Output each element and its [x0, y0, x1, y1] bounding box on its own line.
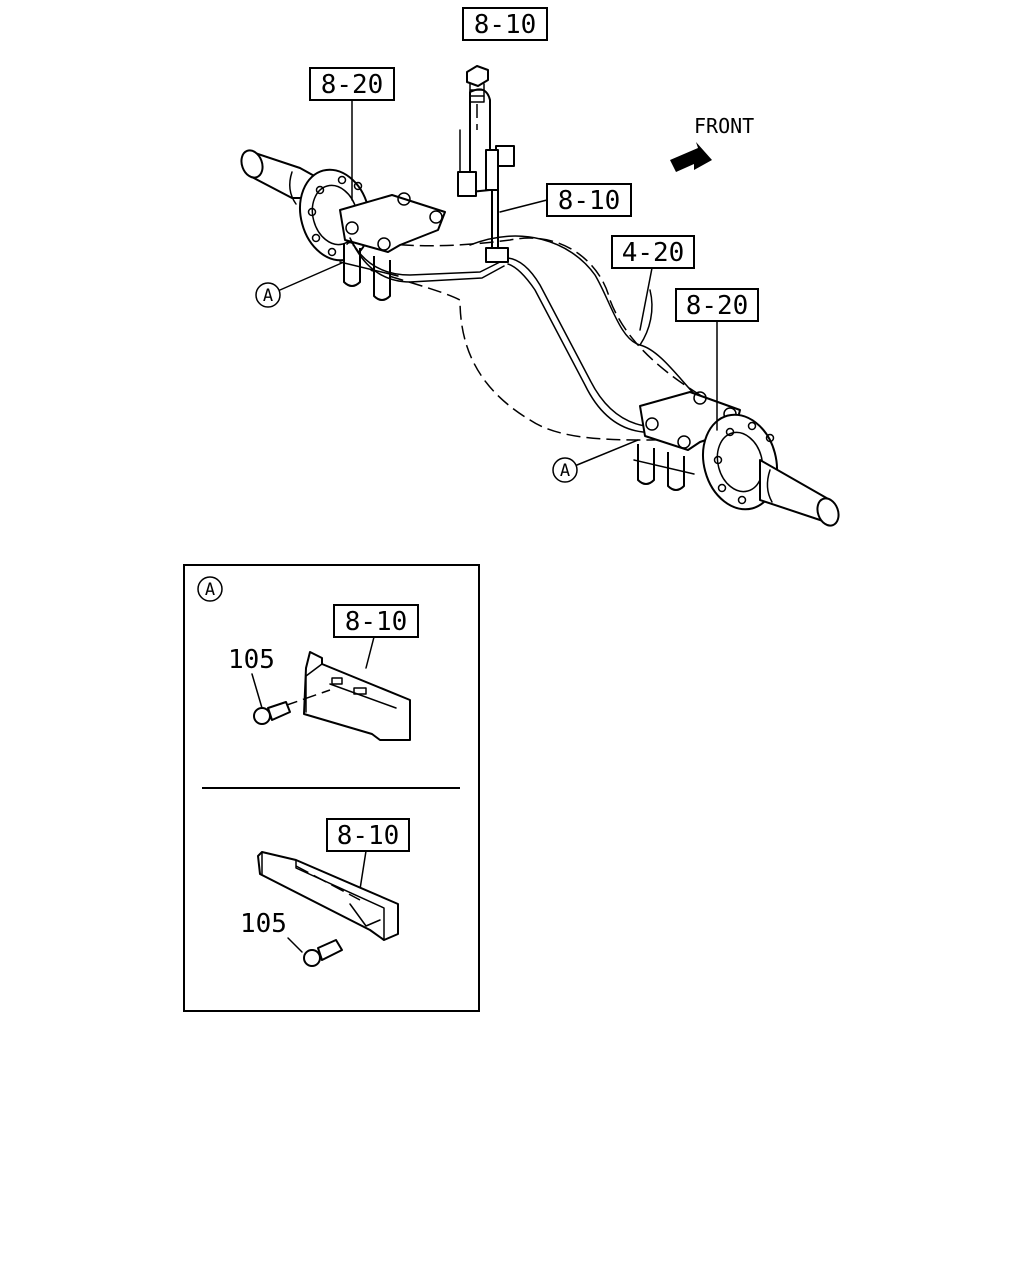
- bolt-number-upper: 105: [228, 645, 275, 675]
- svg-text:8-10: 8-10: [474, 10, 537, 40]
- bolt-lower-icon: [303, 939, 343, 967]
- bolt-upper-icon: [253, 701, 291, 725]
- axle-assembly: [240, 65, 840, 527]
- svg-text:4-20: 4-20: [622, 238, 685, 268]
- svg-text:8-10: 8-10: [337, 821, 400, 851]
- left-hub-bolt-holes: [307, 175, 363, 257]
- detail-box-a: A 8-10 105 8-10: [183, 564, 480, 1012]
- callout-top-bolt: 8-10: [462, 7, 548, 41]
- svg-text:A: A: [263, 286, 273, 306]
- detail-ref-left: A: [255, 261, 345, 308]
- callout-left-hub: 8-20: [309, 67, 395, 201]
- detail-ref-right: A: [552, 439, 639, 483]
- svg-text:A: A: [560, 461, 570, 481]
- lower-bracket-variant: 8-10 105: [240, 818, 410, 967]
- callout-axle-housing: 4-20: [611, 235, 695, 331]
- svg-text:8-10: 8-10: [345, 607, 408, 637]
- front-direction-indicator: FRONT: [670, 114, 754, 172]
- detail-box-ref: A: [205, 580, 215, 600]
- callout-center-bracket: 8-10: [499, 183, 632, 217]
- upper-bracket-variant: 8-10 105: [228, 604, 419, 741]
- callout-right-hub: 8-20: [675, 288, 759, 431]
- svg-text:8-20: 8-20: [686, 291, 749, 321]
- top-bolt: [466, 65, 489, 130]
- svg-text:8-10: 8-10: [558, 186, 621, 216]
- front-arrow-icon: [670, 142, 712, 172]
- front-label: FRONT: [694, 114, 754, 138]
- bolt-number-lower: 105: [240, 909, 287, 939]
- svg-text:8-20: 8-20: [321, 70, 384, 100]
